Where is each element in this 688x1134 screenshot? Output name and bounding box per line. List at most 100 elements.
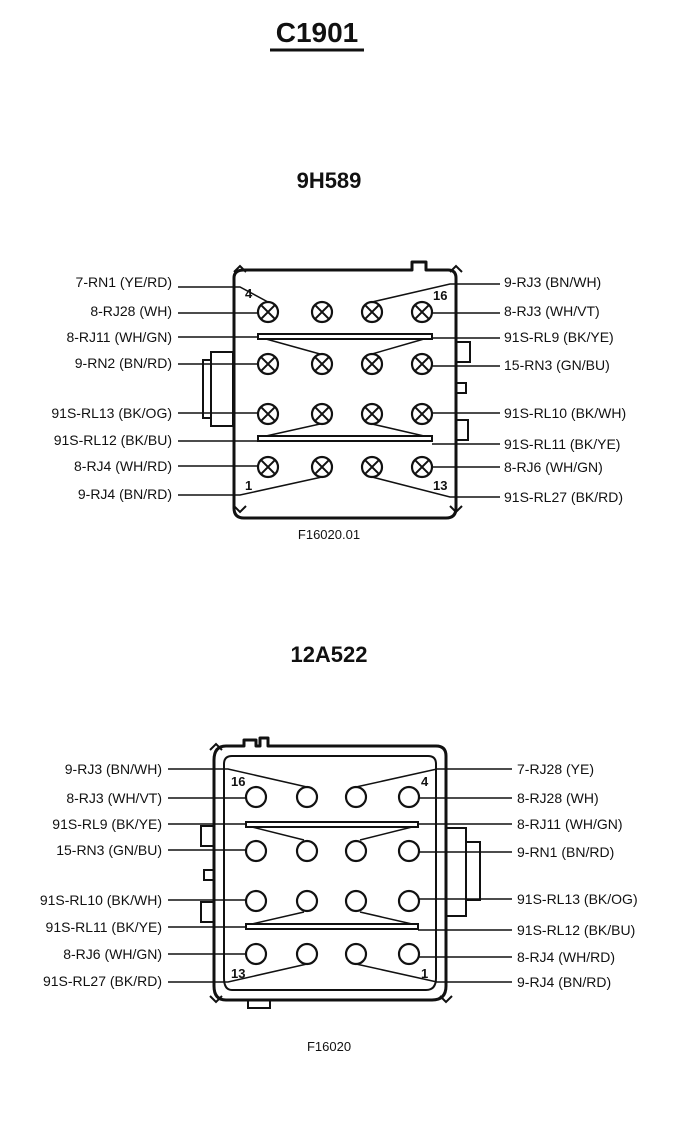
connector-9h589-right-label-3: 91S-RL9 (BK/YE) [504,329,614,345]
connector-9h589-corner-bl [233,505,247,514]
connector-9h589-corner-tl [233,264,247,273]
connector-12a522-latch-right [445,827,467,917]
connector-9h589-tab-right-2 [455,382,467,394]
pin-cavity [295,889,319,913]
pin-cavity [244,839,268,863]
pin-cavity [244,785,268,809]
pin-cavity [360,402,384,426]
connector-9h589-latch-left-inner [202,359,212,419]
connector-12a522-tab-left-2 [203,869,215,881]
pin-cavity [256,352,280,376]
pin-cavity [410,402,434,426]
connector-12a522-shorting-bar-top-v [251,826,413,841]
connector-12a522-pin-number-br: 1 [421,966,428,981]
pin-cavity [310,455,334,479]
connector-9h589-latch-left [210,351,234,427]
pin-cavity [244,942,268,966]
connector-9h589-corner-br [449,505,463,514]
connector-12a522-left-label-3: 91S-RL9 (BK/YE) [52,816,162,832]
connector-9h589-shorting-bar-top-v [265,338,425,355]
connector-9h589-pin-number-tr: 16 [433,288,447,303]
connector-12a522-tab-left-1 [200,825,215,847]
connector-9h589-corner-tr [449,264,463,273]
connector-9h589-id: 9H589 [297,168,362,193]
connector-12a522-left-label-1: 9-RJ3 (BN/WH) [65,761,162,777]
connector-9h589-right-label-1: 9-RJ3 (BN/WH) [504,274,601,290]
connector-9h589-right-label-5: 91S-RL10 (BK/WH) [504,405,626,421]
connector-12a522-left-label-8: 91S-RL27 (BK/RD) [43,973,162,989]
pin-cavity [397,785,421,809]
connector-9h589-caption: F16020.01 [298,527,360,542]
pin-cavity [310,352,334,376]
connector-9h589-tab-right-1 [455,341,471,363]
connector-12a522-shorting-bar-top [245,821,419,828]
connector-9h589-right-label-4: 15-RN3 (GN/BU) [504,357,610,373]
pin-cavity [310,300,334,324]
connector-12a522-pin-number-tr: 4 [421,774,429,789]
connector-9h589-left-label-1: 7-RN1 (YE/RD) [76,274,172,290]
connector-9h589-pin-number-br: 13 [433,478,447,493]
connector-9h589-right-label-2: 8-RJ3 (WH/VT) [504,303,600,319]
connector-12a522-right-label-3: 8-RJ11 (WH/GN) [517,816,623,832]
connector-12a522-housing-inner [223,755,437,991]
pin-cavity [256,402,280,426]
connector-12a522-leaders [168,768,512,983]
pin-cavity [244,889,268,913]
pin-cavity [360,455,384,479]
connector-9h589-pins [256,300,434,479]
connector-9h589-left-label-2: 8-RJ28 (WH) [90,303,172,319]
connector-12a522-right-label-7: 8-RJ4 (WH/RD) [517,949,615,965]
pin-cavity [360,300,384,324]
pin-cavity [397,889,421,913]
page-title: C1901 [276,17,359,48]
connector-12a522-bottom-tab [247,999,271,1009]
pin-cavity [397,839,421,863]
connector-12a522-pin-number-bl: 13 [231,966,245,981]
connector-9h589-right-label-6: 91S-RL11 (BK/YE) [504,436,620,452]
connector-12a522-latch-right-inner [465,841,481,901]
pin-cavity [256,300,280,324]
pin-cavity [360,352,384,376]
connector-12a522-left-label-6: 91S-RL11 (BK/YE) [46,919,162,935]
connector-12a522-right-label-8: 9-RJ4 (BN/RD) [517,974,611,990]
leader-line [168,768,308,788]
pin-cavity [344,785,368,809]
connector-9h589-left-label-3: 8-RJ11 (WH/GN) [66,329,172,345]
pin-cavity [410,455,434,479]
connector-12a522-right-label-6: 91S-RL12 (BK/BU) [517,922,635,938]
pin-cavity [344,889,368,913]
pin-cavity [310,402,334,426]
leader-line [178,286,269,303]
pin-cavity [344,839,368,863]
connector-12a522-left-label-7: 8-RJ6 (WH/GN) [63,946,162,962]
connector-9h589: 9H589 4 16 1 13 7-RN1 (YE/RD) 8-RJ28 (WH… [51,168,626,542]
pin-cavity [295,785,319,809]
connector-12a522-left-label-2: 8-RJ3 (WH/VT) [66,790,162,806]
connector-9h589-housing [232,260,458,520]
leader-line [371,476,500,498]
leader-line [355,768,512,788]
connector-9h589-left-label-4: 9-RN2 (BN/RD) [75,355,172,371]
connector-12a522-pins [244,785,421,966]
pin-cavity [295,839,319,863]
connector-12a522-corner-bl [209,995,223,1004]
connector-9h589-left-label-6: 91S-RL12 (BK/BU) [54,432,172,448]
connector-12a522-left-label-4: 15-RN3 (GN/BU) [56,842,162,858]
connector-9h589-pin-number-bl: 1 [245,478,252,493]
connector-12a522-right-label-4: 9-RN1 (BN/RD) [517,844,614,860]
pin-cavity [295,942,319,966]
connector-12a522-right-label-5: 91S-RL13 (BK/OG) [517,891,638,907]
connector-9h589-left-label-5: 91S-RL13 (BK/OG) [51,405,172,421]
leader-line [355,963,512,983]
connector-12a522-caption: F16020 [307,1039,351,1054]
connector-12a522-shorting-bar-bottom [245,923,419,930]
connector-12a522-corner-tl [209,742,223,751]
connector-12a522-tab-left-3 [200,901,215,923]
connector-12a522-shorting-bar-bottom-v [251,911,413,925]
connector-9h589-left-label-7: 8-RJ4 (WH/RD) [74,458,172,474]
connector-9h589-tab-right-3 [455,419,469,441]
connector-12a522-left-label-5: 91S-RL10 (BK/WH) [40,892,162,908]
pin-cavity [410,352,434,376]
pin-cavity [344,942,368,966]
leader-line [371,283,500,303]
